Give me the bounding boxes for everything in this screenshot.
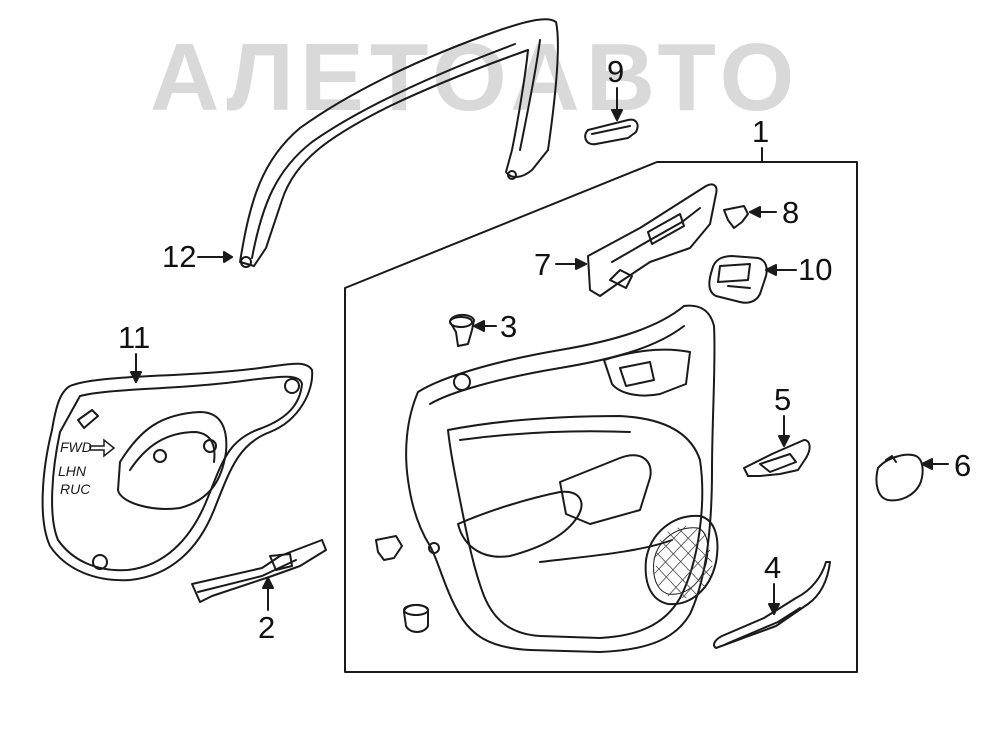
- part-3-push-clip: [449, 314, 475, 347]
- part-8-clip: [723, 205, 749, 229]
- fwd-arrow-icon: [89, 438, 116, 458]
- assembly-frame: [344, 161, 858, 673]
- part-4-pull-cover: [713, 561, 831, 649]
- part-6-cap-cover: [875, 453, 924, 502]
- part-12-window-run: [239, 18, 559, 268]
- panel-text-lhn: LHN: [58, 463, 87, 479]
- callout-4: 4: [764, 550, 782, 585]
- part-10-window-switch: [708, 255, 768, 304]
- speaker-grille: [644, 514, 719, 606]
- panel-text-fwd: FWD: [60, 439, 92, 455]
- callout-2: 2: [258, 610, 276, 645]
- callout-6: 6: [954, 448, 972, 483]
- part-7-switch-bezel: [587, 183, 718, 297]
- panel-push-pin: [403, 604, 429, 633]
- callout-11: 11: [118, 320, 151, 355]
- callout-12: 12: [162, 239, 197, 274]
- callout-8: 8: [782, 195, 800, 230]
- part-2-bracket: [191, 539, 327, 603]
- panel-text-ruc: RUC: [60, 481, 91, 497]
- callout-5: 5: [774, 382, 792, 417]
- door-trim-panel: [405, 304, 716, 653]
- callout-10: 10: [798, 252, 833, 287]
- callout-9: 9: [607, 54, 625, 89]
- panel-clip-left: [375, 535, 403, 561]
- part-9-cap: [584, 118, 639, 146]
- part-11-deflector: [41, 362, 314, 582]
- callout-1: 1: [752, 114, 770, 149]
- watermark-logo: АЛЕТОАВТО: [150, 24, 801, 131]
- callout-3: 3: [500, 309, 518, 344]
- part-5-inside-handle: [743, 439, 811, 477]
- callout-7: 7: [534, 247, 552, 282]
